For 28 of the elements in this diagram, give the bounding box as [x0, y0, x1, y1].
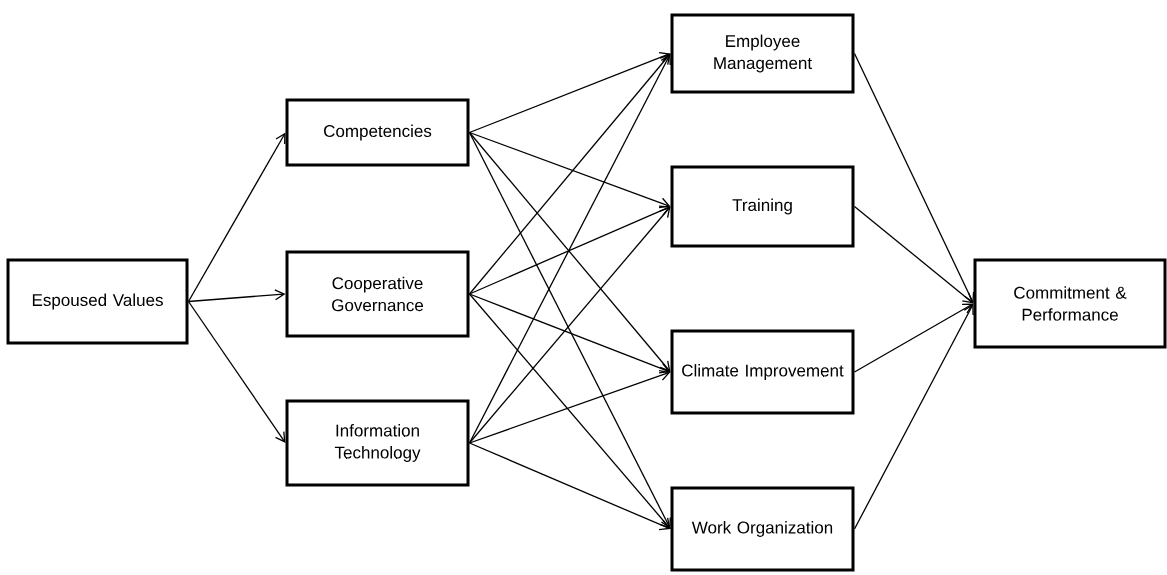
arrow	[468, 53, 671, 444]
arrow	[468, 131, 671, 209]
arrow	[468, 442, 671, 531]
arrow	[468, 131, 671, 372]
process-box: Training	[670, 165, 855, 248]
arrow	[468, 131, 671, 529]
arrow	[468, 370, 671, 444]
process-box: Commitment & Performance	[973, 258, 1167, 349]
process-box: Information Technology	[285, 399, 470, 487]
arrow	[187, 289, 286, 303]
arrow	[468, 293, 671, 529]
arrow	[468, 293, 671, 374]
arrow	[853, 303, 974, 373]
arrow	[187, 300, 286, 443]
process-box: Cooperative Governance	[285, 250, 470, 338]
arrow	[468, 53, 671, 295]
arrow	[468, 206, 671, 444]
arrow	[853, 303, 974, 530]
arrow	[853, 52, 975, 304]
arrow	[853, 205, 974, 304]
arrow	[468, 205, 671, 295]
process-box: Competencies	[285, 98, 470, 167]
process-box: Espoused Values	[6, 258, 189, 345]
process-box: Employee Management	[670, 13, 855, 94]
process-box: Work Organization	[670, 486, 855, 572]
arrow	[468, 52, 671, 134]
arrow	[187, 132, 286, 303]
process-box: Climate Improvement	[670, 329, 855, 415]
